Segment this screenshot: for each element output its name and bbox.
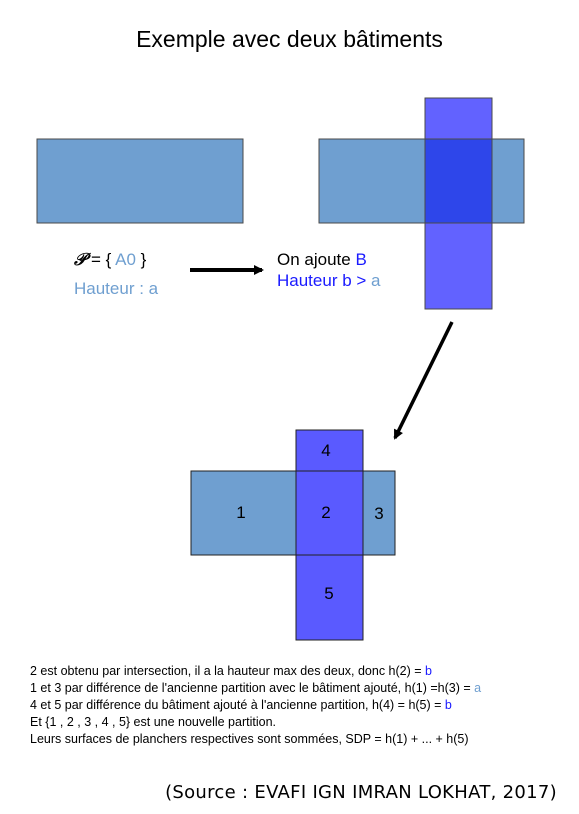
height-b-prefix: Hauteur b >: [277, 271, 372, 290]
add-building-b: B: [355, 250, 367, 269]
note-line: 1 et 3 par différence de l'ancienne part…: [30, 680, 481, 697]
height-b-label: Hauteur b > a: [277, 271, 381, 291]
note-text: Leurs surfaces de planchers respectives …: [30, 732, 469, 746]
partition-label-4: 4: [321, 441, 330, 460]
note-line: 4 et 5 par différence du bâtiment ajouté…: [30, 697, 481, 714]
note-line: Leurs surfaces de planchers respectives …: [30, 731, 481, 748]
explanation-notes: 2 est obtenu par intersection, il a la h…: [30, 663, 481, 748]
building-a-step2: [318, 138, 525, 224]
partition-label-3: 3: [374, 504, 383, 523]
partition-label-1: 1: [236, 503, 245, 522]
add-building-label: On ajoute B: [277, 250, 367, 270]
source-citation: (Source : EVAFI IGN IMRAN LOKHAT, 2017): [165, 782, 557, 803]
note-text: Et {1 , 2 , 3 , 4 , 5} est une nouvelle …: [30, 715, 276, 729]
set-open: = {: [86, 250, 116, 269]
partition-label-5: 5: [324, 584, 333, 603]
note-text: 1 et 3 par différence de l'ancienne part…: [30, 681, 475, 695]
down-left-arrow: [393, 321, 454, 440]
set-item-a0: A0: [115, 250, 136, 269]
partition-1: [190, 470, 297, 556]
add-prefix: On ajoute: [277, 250, 356, 269]
note-value: b: [425, 664, 432, 678]
partition-set-label: 𝒫 = { A0 }: [74, 250, 146, 270]
set-close: }: [135, 250, 147, 269]
partition-label-2: 2: [321, 503, 330, 522]
note-value: b: [444, 698, 452, 712]
note-text: 2 est obtenu par intersection, il a la h…: [30, 664, 426, 678]
building-a-initial: [36, 138, 244, 224]
note-line: 2 est obtenu par intersection, il a la h…: [30, 663, 481, 680]
partition-3: [362, 470, 396, 556]
overlap-step2: [424, 138, 493, 224]
partition-4: [295, 429, 364, 472]
partition-2: [295, 470, 364, 556]
note-value: a: [474, 681, 482, 695]
partition-5: [295, 554, 364, 641]
diagram-title: Exemple avec deux bâtiments: [136, 26, 443, 52]
height-b-a: a: [371, 271, 381, 290]
note-line: Et {1 , 2 , 3 , 4 , 5} est une nouvelle …: [30, 714, 481, 731]
note-text: 4 et 5 par différence du bâtiment ajouté…: [30, 698, 445, 712]
partition-symbol: 𝒫: [74, 250, 87, 270]
height-a-label: Hauteur : a: [74, 279, 159, 298]
